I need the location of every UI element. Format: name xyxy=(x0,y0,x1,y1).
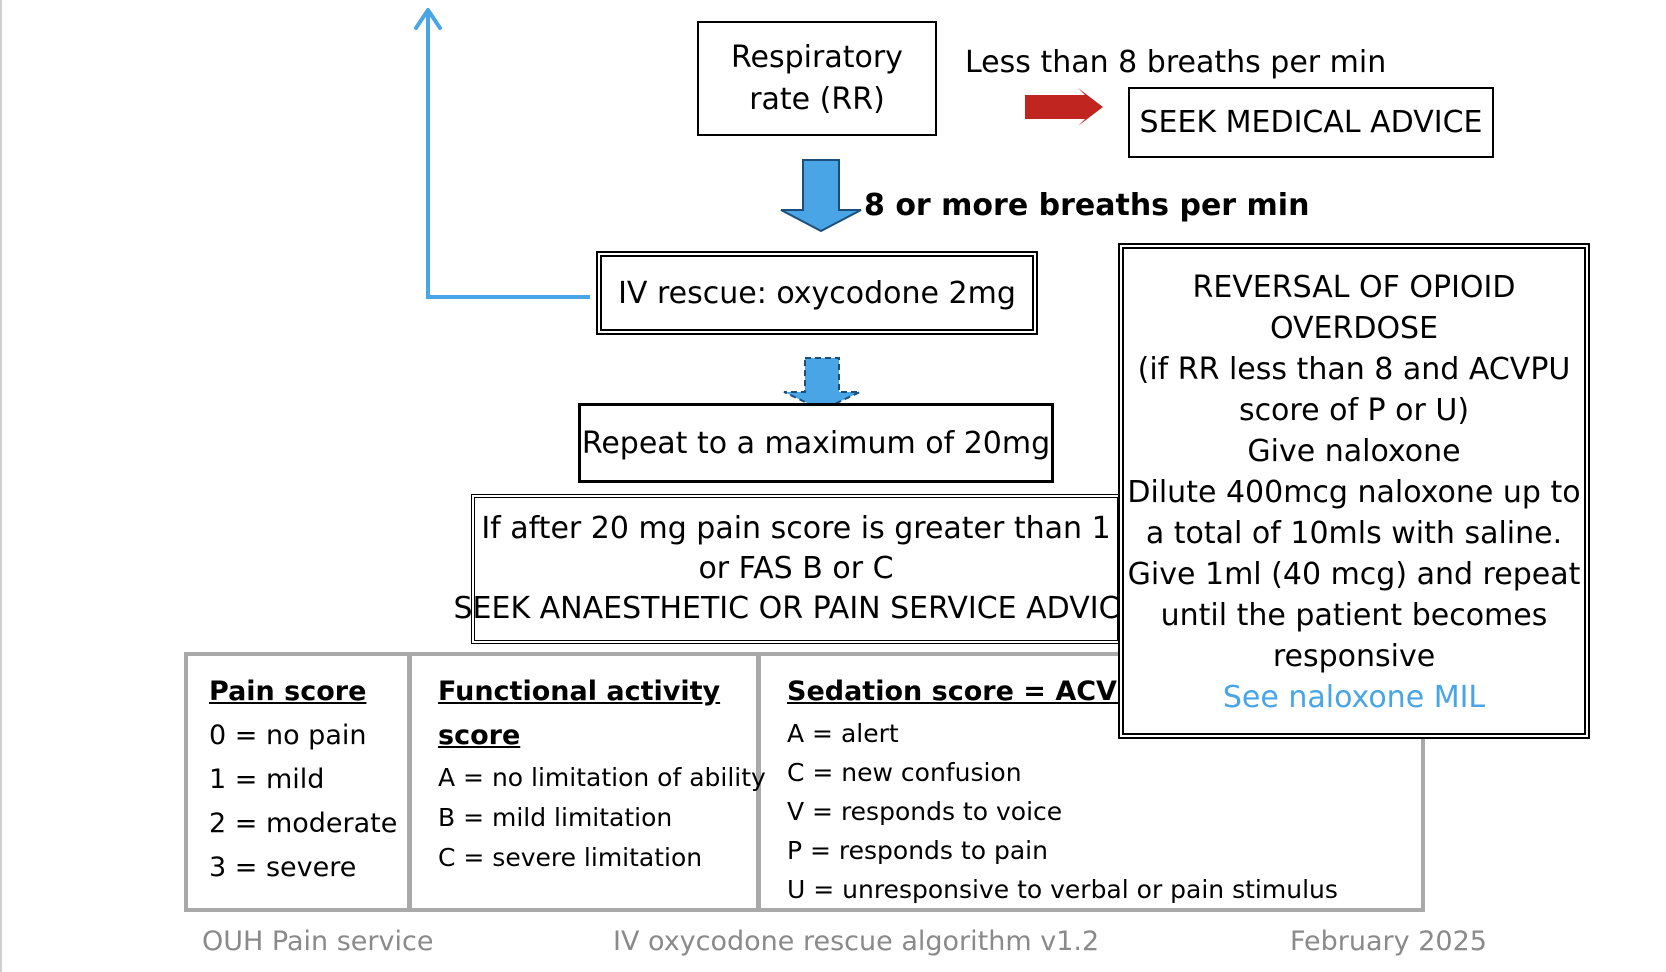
reversal-line: responsive xyxy=(1272,638,1436,674)
pain-score-item: 3 = severe xyxy=(209,852,357,883)
functional-activity-item: A = no limitation of ability xyxy=(438,763,766,792)
pain-score-column: Pain score 0 = no pain 1 = mild 2 = mode… xyxy=(209,670,397,890)
pain-score-item: 2 = moderate xyxy=(209,808,398,839)
naloxone-mil-link[interactable]: See naloxone MIL xyxy=(1222,679,1486,715)
reversal-line: score of P or U) xyxy=(1238,392,1470,428)
iv-rescue-box: IV rescue: oxycodone 2mg xyxy=(596,251,1038,335)
sedation-score-item: C = new confusion xyxy=(787,758,1022,787)
right-arrow-icon xyxy=(1025,88,1103,126)
table-divider xyxy=(756,652,761,912)
seek-medical-advice-box: SEEK MEDICAL ADVICE xyxy=(1128,87,1494,158)
sedation-score-item: V = responds to voice xyxy=(787,797,1063,826)
footer-service: OUH Pain service xyxy=(202,926,434,957)
sedation-score-heading: Sedation score = ACVPU xyxy=(787,676,1159,707)
sedation-score-item: P = responds to pain xyxy=(787,836,1048,865)
low-rr-label: Less than 8 breaths per min xyxy=(965,45,1387,80)
functional-activity-item: C = severe limitation xyxy=(438,843,703,872)
table-divider xyxy=(407,652,412,912)
reversal-line: OVERDOSE xyxy=(1269,310,1439,346)
pain-score-heading: Pain score xyxy=(209,676,367,707)
page-left-border xyxy=(0,0,2,972)
reversal-line: Give naloxone xyxy=(1247,433,1461,469)
after-20mg-line: If after 20 mg pain score is greater tha… xyxy=(481,511,1111,546)
functional-activity-item: B = mild limitation xyxy=(438,803,673,832)
after-20mg-line: SEEK ANAESTHETIC OR PAIN SERVICE ADVICE xyxy=(453,591,1139,626)
reversal-line: until the patient becomes xyxy=(1160,597,1548,633)
reversal-line: (if RR less than 8 and ACVPU xyxy=(1137,351,1571,387)
opioid-reversal-box: REVERSAL OF OPIOID OVERDOSE (if RR less … xyxy=(1118,243,1590,739)
down-arrow-icon xyxy=(780,159,862,233)
respiratory-rate-line: Respiratory xyxy=(731,39,903,75)
after-20mg-line: or FAS B or C xyxy=(698,551,894,586)
functional-activity-heading: Functional activity xyxy=(438,676,721,707)
repeat-box: Repeat to a maximum of 20mg xyxy=(578,403,1054,483)
up-arrow-icon xyxy=(414,8,442,30)
down-arrow-icon xyxy=(783,357,861,412)
footer-date: February 2025 xyxy=(1290,926,1487,957)
reversal-line: REVERSAL OF OPIOID xyxy=(1192,269,1516,305)
respiratory-rate-box: Respiratory rate (RR) xyxy=(697,21,937,136)
repeat-text: Repeat to a maximum of 20mg xyxy=(581,425,1051,461)
sedation-score-column: Sedation score = ACVPU A = alert C = new… xyxy=(787,670,1338,909)
loop-back-connector xyxy=(426,12,590,299)
reversal-line: a total of 10mls with saline. xyxy=(1145,515,1563,551)
ok-rr-label: 8 or more breaths per min xyxy=(864,188,1310,223)
footer-title: IV oxycodone rescue algorithm v1.2 xyxy=(613,926,1100,957)
respiratory-rate-line: rate (RR) xyxy=(749,81,885,117)
functional-activity-column: Functional activity score A = no limitat… xyxy=(438,670,766,878)
seek-medical-advice-text: SEEK MEDICAL ADVICE xyxy=(1139,105,1483,140)
functional-activity-heading: score xyxy=(438,720,521,751)
pain-score-item: 1 = mild xyxy=(209,764,325,795)
pain-score-item: 0 = no pain xyxy=(209,720,367,751)
sedation-score-item: A = alert xyxy=(787,719,899,748)
sedation-score-item: U = unresponsive to verbal or pain stimu… xyxy=(787,875,1338,904)
reversal-line: Give 1ml (40 mcg) and repeat xyxy=(1127,556,1581,592)
after-20mg-box: If after 20 mg pain score is greater tha… xyxy=(453,494,1139,644)
iv-rescue-text: IV rescue: oxycodone 2mg xyxy=(618,275,1016,311)
reversal-line: Dilute 400mcg naloxone up to xyxy=(1127,474,1581,510)
